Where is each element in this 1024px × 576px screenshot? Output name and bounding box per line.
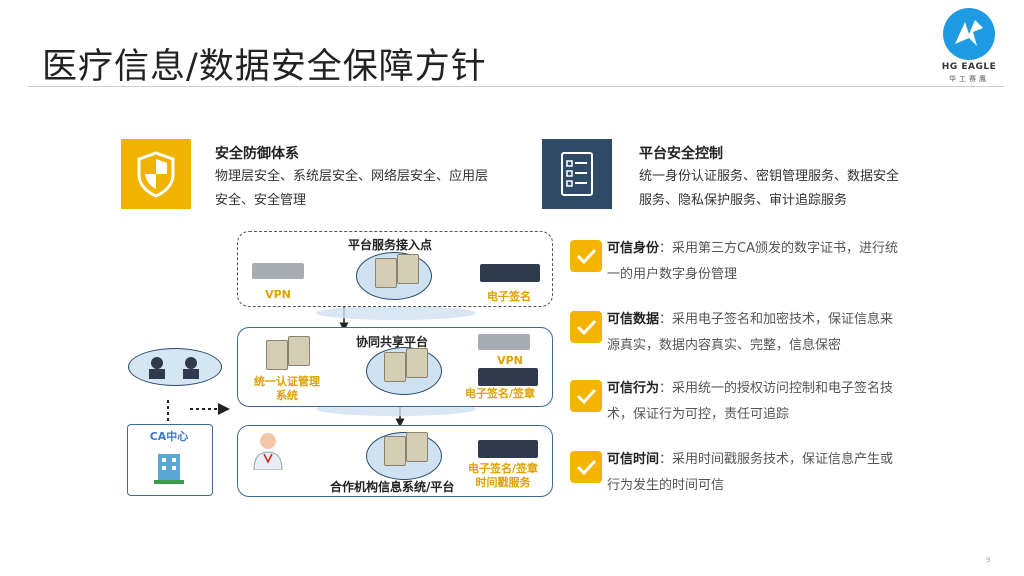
- check-item-time: 可信时间：采用时间戳服务技术，保证信息产生或行为发生的时间可信: [607, 447, 902, 499]
- server-icon: [397, 254, 419, 284]
- auth-system-label: 统一认证管理系统: [254, 375, 320, 402]
- building-icon: [150, 448, 188, 486]
- signature-device-icon: [478, 368, 538, 386]
- access-point-label: 平台服务接入点: [348, 238, 433, 252]
- server-icon: [406, 432, 428, 462]
- check-title: 可信时间: [607, 452, 660, 467]
- partner-system-label: 合作机构信息系统/平台: [330, 480, 455, 494]
- server-icon: [288, 336, 310, 366]
- check-icon: [570, 380, 602, 412]
- server-icon: [375, 258, 397, 288]
- logo-brand-cn: 华工赛鹰: [949, 75, 989, 83]
- users-group: [128, 348, 222, 386]
- eagle-logo-icon: [943, 8, 995, 60]
- title-divider: [28, 86, 1004, 87]
- check-desc: ：采用统一的授权访问控制和电子签名技术，保证行为可控，责任可追踪: [607, 381, 894, 422]
- ca-center-label: CA中心: [149, 430, 189, 443]
- check-desc: ：采用电子签名和加密技术，保证信息来源真实，数据内容真实、完整，信息保密: [607, 312, 894, 353]
- check-desc: ：采用时间戳服务技术，保证信息产生或行为发生的时间可信: [607, 452, 894, 493]
- check-icon: [570, 240, 602, 272]
- feature-desc-control: 统一身份认证服务、密钥管理服务、数据安全服务、隐私保护服务、审计追踪服务: [639, 169, 900, 208]
- check-icon: [570, 451, 602, 483]
- feature-title-control: 平台安全控制: [639, 146, 723, 162]
- vpn-device-icon: [478, 334, 530, 350]
- feature-desc-defense: 物理层安全、系统层安全、网络层安全、应用层安全、安全管理: [215, 169, 489, 208]
- feature-title-defense: 安全防御体系: [215, 146, 299, 162]
- server-icon: [384, 352, 406, 382]
- check-item-identity: 可信身份：采用第三方CA颁发的数字证书，进行统一的用户数字身份管理: [607, 236, 902, 288]
- signature-device-icon: [478, 440, 538, 458]
- vpn-label: VPN: [265, 288, 291, 301]
- collab-platform-label: 协同共享平台: [356, 335, 429, 349]
- logo-brand: HG EAGLE: [941, 62, 997, 72]
- signature-stamp-label: 电子签名/签章: [467, 462, 539, 475]
- vpn-label: VPN: [497, 354, 523, 367]
- signature-label: 电子签名: [487, 290, 531, 303]
- signature-stamp-label: 电子签名/签章: [464, 387, 536, 400]
- shield-icon: [121, 139, 191, 209]
- check-title: 可信数据: [607, 312, 660, 327]
- check-icon: [570, 311, 602, 343]
- server-icon: [384, 436, 406, 466]
- network-haze: [316, 306, 476, 320]
- check-title: 可信身份: [607, 241, 660, 256]
- company-logo: HG EAGLE 华工赛鹰: [938, 8, 1000, 84]
- signature-device-icon: [480, 264, 540, 282]
- doctor-icon: [250, 430, 286, 471]
- checklist-icon: [542, 139, 612, 209]
- server-icon: [406, 348, 428, 378]
- check-title: 可信行为: [607, 381, 660, 396]
- page-title: 医疗信息/数据安全保障方针: [42, 47, 487, 87]
- check-item-data: 可信数据：采用电子签名和加密技术，保证信息来源真实，数据内容真实、完整，信息保密: [607, 307, 902, 359]
- timestamp-label: 时间戳服务: [475, 476, 531, 489]
- page-number: 9: [986, 556, 991, 564]
- server-icon: [266, 340, 288, 370]
- check-desc: ：采用第三方CA颁发的数字证书，进行统一的用户数字身份管理: [607, 241, 898, 282]
- check-item-behavior: 可信行为：采用统一的授权访问控制和电子签名技术，保证行为可控，责任可追踪: [607, 376, 902, 428]
- vpn-device-icon: [252, 263, 304, 279]
